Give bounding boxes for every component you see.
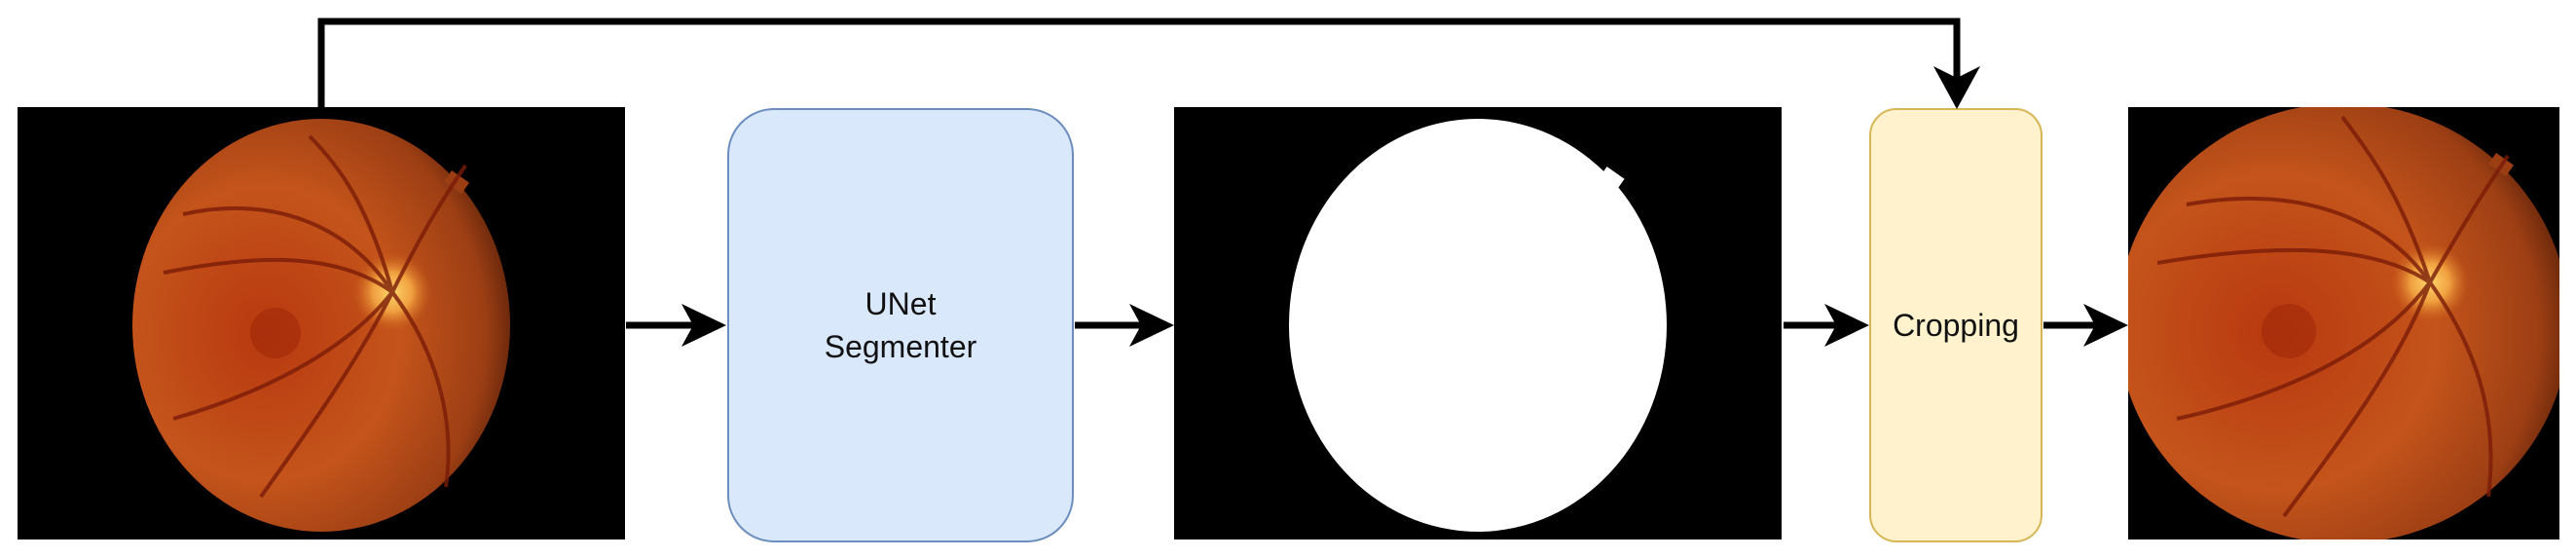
cropping-node: Cropping [1869, 108, 2042, 542]
cropped-fundus-graphic [2128, 107, 2559, 539]
fundus-image-graphic [132, 119, 510, 532]
retina-disc [2128, 107, 2559, 539]
skip-arrow-head [1933, 66, 1980, 109]
unet-segmenter-node: UNet Segmenter [727, 108, 1074, 542]
skip-connection [317, 18, 1961, 107]
blood-vessels [163, 134, 467, 499]
mask-region [1289, 119, 1667, 532]
macula [2262, 304, 2316, 358]
cropped-fundus-image [2128, 107, 2559, 539]
arrow-head-4 [2083, 304, 2128, 347]
arrow-head-1 [681, 304, 726, 347]
segmentation-mask-image [1174, 107, 1782, 539]
macula [250, 308, 301, 358]
unet-segmenter-label: UNet Segmenter [824, 286, 977, 364]
arrow-head-3 [1824, 304, 1869, 347]
blood-vessels [2156, 115, 2510, 518]
arrow-head-2 [1129, 304, 1174, 347]
cropping-label: Cropping [1893, 308, 2019, 343]
retina-disc [132, 119, 510, 532]
mask-graphic [1289, 119, 1667, 532]
input-fundus-image [18, 107, 625, 539]
